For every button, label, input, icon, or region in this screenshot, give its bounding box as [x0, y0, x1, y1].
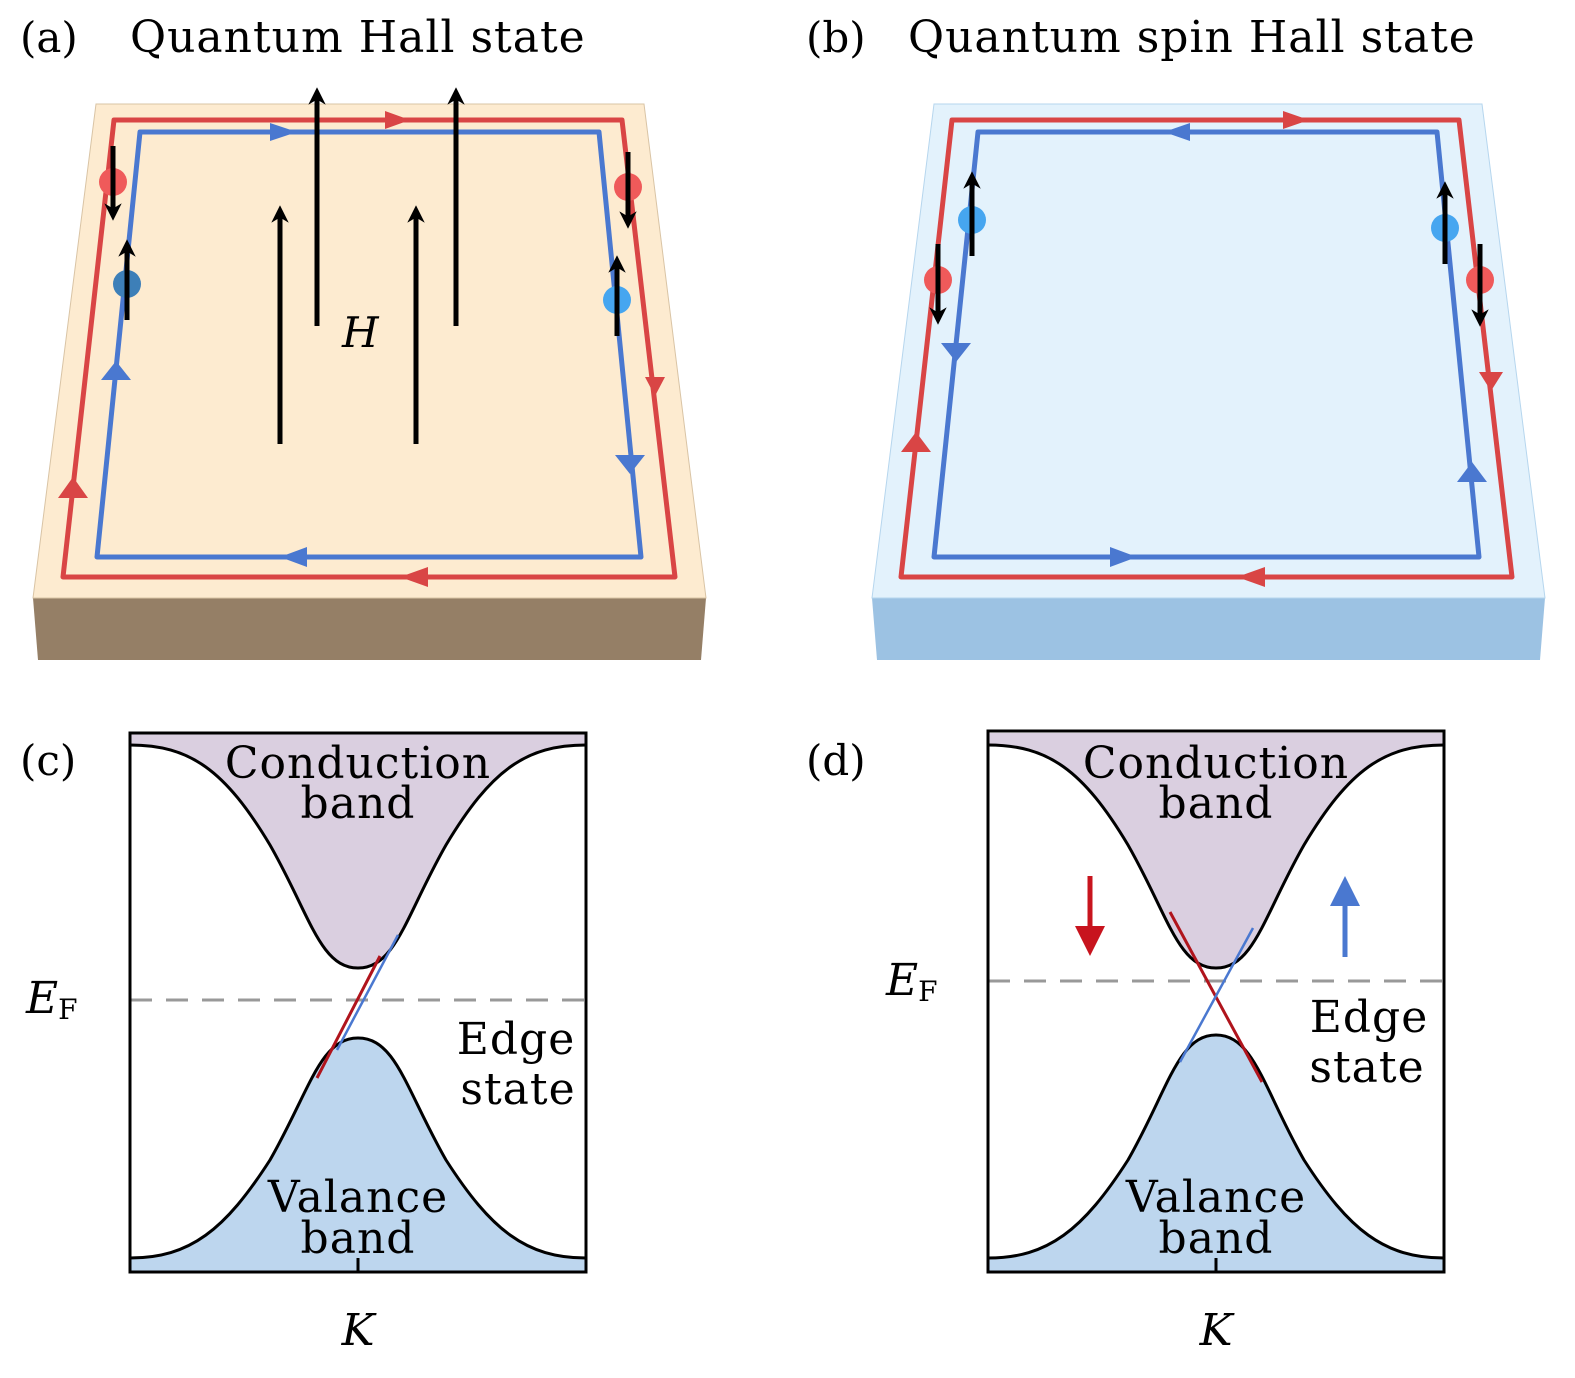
qh-blue-direction-bottom — [280, 547, 307, 567]
qsh-slab-top — [871, 103, 1546, 599]
c-k-label: K — [341, 1305, 377, 1356]
qsh-slab-side — [872, 598, 1545, 660]
panel-c-label: (c) — [20, 736, 76, 785]
c-fermi-sub: F — [58, 993, 77, 1026]
qsh-blue-direction-left — [941, 343, 971, 362]
qsh-red-direction-right — [1479, 372, 1503, 391]
c-valence-label-1: Valance — [267, 1172, 448, 1223]
qsh-blue-edge-channel — [931, 129, 1482, 560]
d-conduction-label-1: Conduction — [1083, 738, 1349, 789]
panel-b-title: Quantum spin Hall state — [908, 12, 1476, 63]
qh-red-direction-bottom — [400, 567, 428, 587]
c-valence-curve — [129, 1036, 587, 1260]
d-k-label: K — [1199, 1305, 1235, 1356]
c-edge-state-red — [315, 955, 382, 1079]
qh-blue-direction-left — [101, 361, 131, 380]
d-conduction-label-2: band — [1159, 778, 1274, 829]
qh-blue-direction-right — [615, 455, 645, 474]
c-fermi-main: E — [25, 973, 58, 1024]
qsh-red-direction-top — [1283, 111, 1309, 129]
d-valence-label-2: band — [1159, 1213, 1274, 1264]
c-conduction-label-2: band — [301, 778, 416, 829]
qsh-blue-direction-bottom — [1110, 547, 1137, 567]
d-valence-curve — [987, 1033, 1445, 1260]
c-conduction-curve — [129, 743, 587, 970]
qh-red-direction-left — [58, 477, 88, 498]
c-conduction-band — [130, 733, 586, 968]
field-label: H — [341, 308, 380, 357]
panel-b-label: (b) — [806, 13, 866, 62]
qh-red-direction-top — [385, 111, 410, 129]
qsh-blue-direction-right — [1457, 462, 1487, 482]
d-spin-up-arrowhead — [1330, 876, 1360, 906]
d-fermi-sub: F — [918, 975, 937, 1008]
panel-a: (a) Quantum Hall state H — [20, 12, 707, 660]
qsh-red-direction-bottom — [1237, 567, 1265, 587]
panel-b: (b) Quantum spin Hall state — [806, 12, 1546, 660]
c-edge-label-1: Edge — [457, 1014, 576, 1065]
c-edge-state-blue — [335, 934, 400, 1051]
d-spin-down-arrowhead — [1075, 926, 1105, 956]
qsh-blue-direction-top — [1164, 123, 1190, 141]
panel-c: (c) Conduction band Valance band Edge st… — [20, 731, 588, 1356]
d-edge-label-1: Edge — [1310, 992, 1429, 1043]
qh-red-edge-channel — [60, 117, 678, 580]
d-edge-label-2: state — [1309, 1042, 1424, 1093]
d-edge-state-blue — [1178, 927, 1255, 1063]
c-valence-band — [130, 1038, 586, 1272]
c-fermi-label: EF — [25, 973, 78, 1026]
c-valence-label-2: band — [301, 1213, 416, 1264]
panel-d-label: (d) — [806, 736, 866, 785]
d-fermi-label: EF — [885, 955, 938, 1008]
qh-blue-edge-channel — [94, 129, 644, 560]
d-fermi-main: E — [885, 955, 918, 1006]
qh-red-direction-right — [645, 377, 665, 396]
c-edge-label-2: state — [460, 1064, 575, 1115]
qsh-red-direction-left — [901, 432, 931, 452]
panel-d: (d) Conduction band Valance band Edge st… — [806, 729, 1446, 1356]
panel-a-label: (a) — [20, 13, 78, 62]
d-conduction-curve — [987, 743, 1445, 970]
c-conduction-label-1: Conduction — [225, 738, 491, 789]
d-conduction-band — [988, 733, 1444, 968]
d-valence-band — [988, 1035, 1444, 1272]
d-valence-label-1: Valance — [1125, 1172, 1306, 1223]
qh-slab-side — [33, 598, 706, 660]
qh-blue-direction-top — [270, 123, 297, 141]
panel-a-title: Quantum Hall state — [130, 12, 586, 63]
